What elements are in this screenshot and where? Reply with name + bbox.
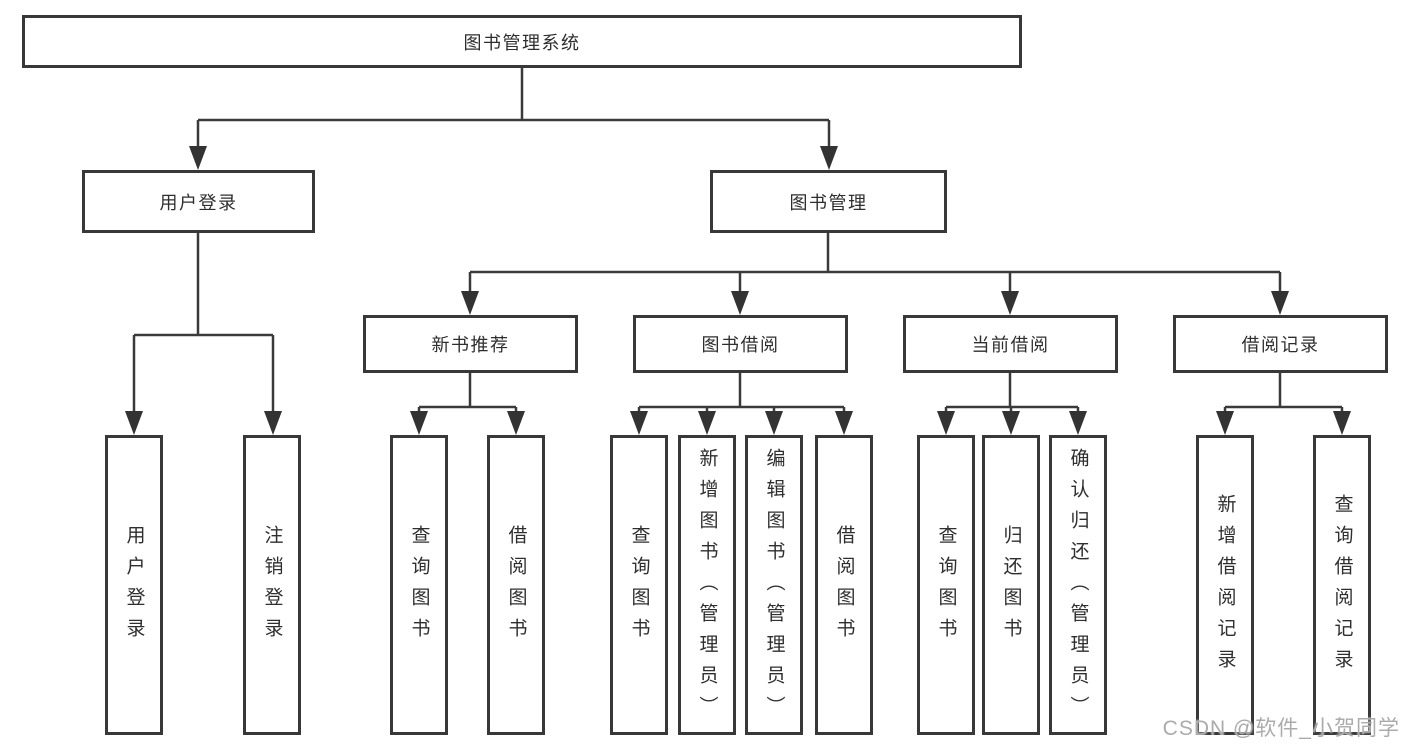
node-book-borrow: 图书借阅 bbox=[633, 315, 848, 373]
arrowheads bbox=[125, 146, 1351, 435]
node-user-login: 用户登录 bbox=[82, 170, 315, 233]
leaf-user-login: 用户登录 bbox=[105, 435, 163, 735]
node-borrow-record: 借阅记录 bbox=[1173, 315, 1388, 373]
leaf-return-book: 归还图书 bbox=[982, 435, 1040, 735]
leaf-query-books-current: 查询图书 bbox=[917, 435, 975, 735]
node-current-borrow: 当前借阅 bbox=[903, 315, 1118, 373]
leaf-query-borrow-record: 查询借阅记录 bbox=[1313, 435, 1371, 735]
node-root-system: 图书管理系统 bbox=[22, 15, 1022, 68]
leaf-add-borrow-record: 新增借阅记录 bbox=[1196, 435, 1254, 735]
leaf-borrow-books: 借阅图书 bbox=[815, 435, 873, 735]
leaf-query-books-borrow: 查询图书 bbox=[610, 435, 668, 735]
leaf-add-book-admin: 新增图书（管理员） bbox=[678, 435, 736, 735]
leaf-query-books-recommend: 查询图书 bbox=[390, 435, 448, 735]
leaf-edit-book-admin: 编辑图书（管理员） bbox=[745, 435, 803, 735]
csdn-watermark: CSDN @软件_小贺同学 bbox=[1162, 717, 1400, 740]
node-new-book-recommend: 新书推荐 bbox=[363, 315, 578, 373]
leaf-confirm-return-admin: 确认归还（管理员） bbox=[1049, 435, 1107, 735]
node-book-management: 图书管理 bbox=[710, 170, 947, 233]
leaf-borrow-books-recommend: 借阅图书 bbox=[487, 435, 545, 735]
leaf-logout: 注销登录 bbox=[243, 435, 301, 735]
